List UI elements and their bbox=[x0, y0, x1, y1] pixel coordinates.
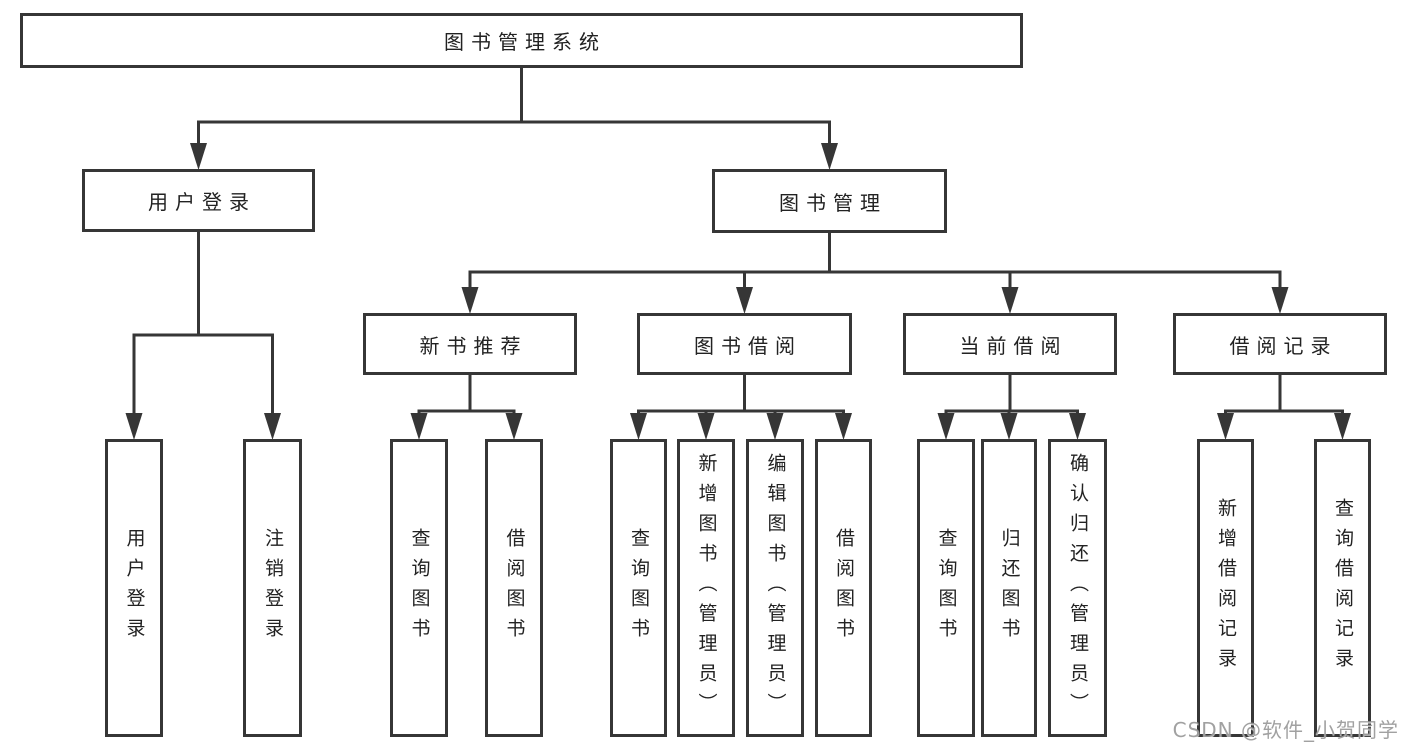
arrowhead-icon-leaf-edit-book bbox=[766, 413, 784, 440]
node-label-leaf-add-book: 新增图书（管理员） bbox=[695, 453, 718, 723]
node-leaf-query-book-1: 查询图书 bbox=[390, 439, 448, 737]
node-leaf-borrow-book-1: 借阅图书 bbox=[485, 439, 543, 737]
arrowhead-icon-leaf-borrow-book-1 bbox=[505, 413, 523, 440]
arrowhead-icon-leaf-add-borrow-record bbox=[1217, 413, 1234, 440]
arrowhead-icon-leaf-confirm-return bbox=[1069, 413, 1086, 440]
csdn-watermark: CSDN @软件_小贺同学 bbox=[1172, 718, 1399, 742]
node-leaf-add-borrow-record: 新增借阅记录 bbox=[1197, 439, 1254, 737]
arrowhead-icon-leaf-query-book-3 bbox=[937, 413, 955, 440]
node-leaf-user-login: 用户登录 bbox=[105, 439, 163, 737]
arrowhead-icon-user-login-branch bbox=[190, 143, 207, 170]
arrowhead-icon-leaf-query-book-2 bbox=[630, 413, 647, 440]
node-leaf-query-borrow-record: 查询借阅记录 bbox=[1314, 439, 1371, 737]
node-book-borrow: 图书借阅 bbox=[637, 313, 852, 375]
node-leaf-borrow-book-2: 借阅图书 bbox=[815, 439, 872, 737]
arrowhead-icon-leaf-query-book-1 bbox=[410, 413, 428, 440]
node-label-leaf-add-borrow-record: 新增借阅记录 bbox=[1215, 498, 1237, 678]
node-label-current-borrow: 当前借阅 bbox=[959, 333, 1068, 358]
node-label-leaf-borrow-book-1: 借阅图书 bbox=[503, 528, 526, 648]
node-leaf-query-book-3: 查询图书 bbox=[917, 439, 975, 737]
node-label-leaf-query-book-2: 查询图书 bbox=[628, 528, 650, 648]
node-label-book-borrow: 图书借阅 bbox=[694, 333, 802, 358]
arrowhead-icon-borrow-records bbox=[1271, 287, 1289, 314]
node-label-leaf-query-book-1: 查询图书 bbox=[408, 528, 431, 648]
node-current-borrow: 当前借阅 bbox=[903, 313, 1117, 375]
node-leaf-edit-book: 编辑图书（管理员） bbox=[746, 439, 804, 737]
arrowhead-icon-leaf-add-book bbox=[697, 413, 715, 440]
arrowhead-icon-book-mgmt-branch bbox=[821, 143, 838, 170]
node-label-leaf-logout: 注销登录 bbox=[262, 528, 284, 648]
node-label-leaf-user-login: 用户登录 bbox=[123, 528, 146, 648]
node-label-user-login-branch: 用户登录 bbox=[148, 190, 256, 214]
node-leaf-add-book: 新增图书（管理员） bbox=[677, 439, 735, 737]
node-label-leaf-borrow-book-2: 借阅图书 bbox=[833, 528, 855, 648]
arrowhead-icon-new-book-recommend bbox=[461, 287, 479, 314]
arrowhead-icon-current-borrow bbox=[1001, 287, 1019, 314]
node-leaf-logout: 注销登录 bbox=[243, 439, 302, 737]
node-new-book-recommend: 新书推荐 bbox=[363, 313, 577, 375]
arrowhead-icon-leaf-return-book bbox=[1000, 413, 1018, 440]
node-label-book-mgmt-branch: 图书管理 bbox=[779, 190, 887, 215]
node-label-leaf-confirm-return: 确认归还（管理员） bbox=[1067, 453, 1089, 723]
node-label-leaf-edit-book: 编辑图书（管理员） bbox=[764, 453, 787, 723]
arrowhead-icon-leaf-borrow-book-2 bbox=[835, 413, 852, 440]
node-leaf-query-book-2: 查询图书 bbox=[610, 439, 667, 737]
arrowhead-icon-leaf-user-login bbox=[125, 413, 143, 440]
arrowhead-icon-leaf-logout bbox=[264, 413, 281, 440]
node-borrow-records: 借阅记录 bbox=[1173, 313, 1387, 375]
node-leaf-return-book: 归还图书 bbox=[981, 439, 1037, 737]
node-root: 图书管理系统 bbox=[20, 13, 1023, 68]
node-label-leaf-query-book-3: 查询图书 bbox=[935, 528, 958, 648]
node-leaf-confirm-return: 确认归还（管理员） bbox=[1048, 439, 1107, 737]
node-label-new-book-recommend: 新书推荐 bbox=[419, 333, 528, 358]
node-label-borrow-records: 借阅记录 bbox=[1229, 333, 1338, 358]
node-label-leaf-return-book: 归还图书 bbox=[998, 528, 1021, 648]
node-user-login-branch: 用户登录 bbox=[82, 169, 315, 232]
arrowhead-icon-leaf-query-borrow-record bbox=[1334, 413, 1351, 440]
node-label-leaf-query-borrow-record: 查询借阅记录 bbox=[1332, 498, 1354, 678]
arrowhead-icon-book-borrow bbox=[736, 287, 753, 314]
node-book-mgmt-branch: 图书管理 bbox=[712, 169, 947, 233]
node-label-root: 图书管理系统 bbox=[444, 30, 606, 54]
